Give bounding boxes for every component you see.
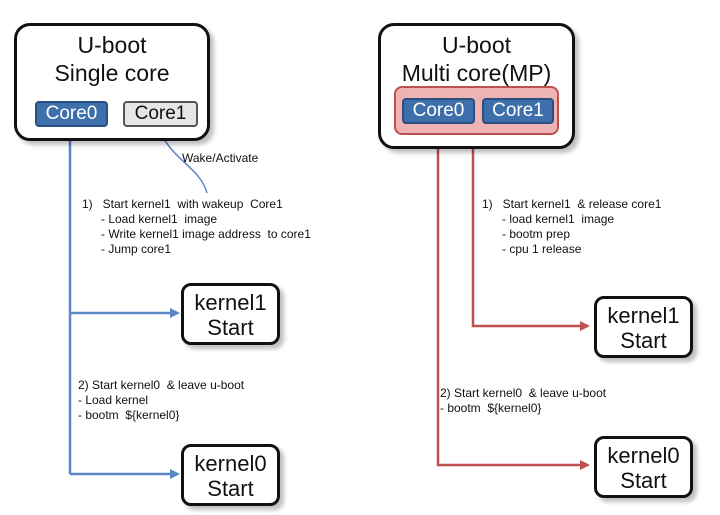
left-step2-heading: 2) Start kernel0 & leave u-boot — [78, 378, 245, 392]
kernel1-label: kernel1 — [194, 290, 267, 315]
left-kernel1-start-box: kernel1 Start — [181, 283, 280, 345]
uboot-single-core-box: U-boot Single core Core0 Core1 — [14, 23, 210, 141]
right-core0-block[interactable]: Core0 — [402, 98, 475, 124]
right-kernel0-start-box: kernel0 Start — [594, 436, 693, 498]
right-step1-item: - load kernel1 image — [502, 212, 615, 226]
start-label: Start — [207, 476, 254, 501]
kernel1-label: kernel1 — [607, 303, 680, 328]
left-step2-item: - Load kernel — [78, 393, 149, 407]
left-step1-heading: 1) Start kernel1 with wakeup Core1 — [82, 197, 283, 211]
right-step2-heading: 2) Start kernel0 & leave u-boot — [440, 386, 607, 400]
right-kernel1-start-box: kernel1 Start — [594, 296, 693, 358]
start-label: Start — [620, 328, 667, 353]
kernel0-label: kernel0 — [194, 451, 267, 476]
left-step1-item: - Load kernel1 image — [101, 212, 218, 226]
start-label: Start — [620, 468, 667, 493]
wake-activate-label: Wake/Activate — [182, 151, 259, 165]
start-label: Start — [207, 315, 254, 340]
left-core1-block[interactable]: Core1 — [123, 101, 198, 127]
kernel0-label: kernel0 — [607, 443, 680, 468]
right-core1-line — [471, 134, 590, 331]
left-kernel0-start-box: kernel0 Start — [181, 444, 280, 506]
uboot-title: U-boot — [441, 32, 512, 58]
right-core0-line — [436, 134, 590, 470]
right-core1-block[interactable]: Core1 — [482, 98, 554, 124]
left-core0-block[interactable]: Core0 — [35, 101, 108, 127]
left-step1-item: - Jump core1 — [101, 242, 172, 256]
right-step2-item: - bootm ${kernel0} — [440, 401, 542, 415]
uboot-multi-core-box: U-boot Multi core(MP) Core0 Core1 — [378, 23, 575, 149]
right-step1-item: - bootm prep — [502, 227, 571, 241]
right-step1-item: - cpu 1 release — [502, 242, 582, 256]
left-step1-item: - Write kernel1 image address to core1 — [101, 227, 311, 241]
uboot-title: U-boot — [77, 32, 147, 58]
mp-core-group: Core0 Core1 — [394, 86, 559, 135]
left-step2-item: - bootm ${kernel0} — [78, 408, 180, 422]
single-core-title: Single core — [54, 60, 170, 86]
multi-core-title: Multi core(MP) — [401, 60, 552, 86]
right-step1-heading: 1) Start kernel1 & release core1 — [482, 197, 662, 211]
